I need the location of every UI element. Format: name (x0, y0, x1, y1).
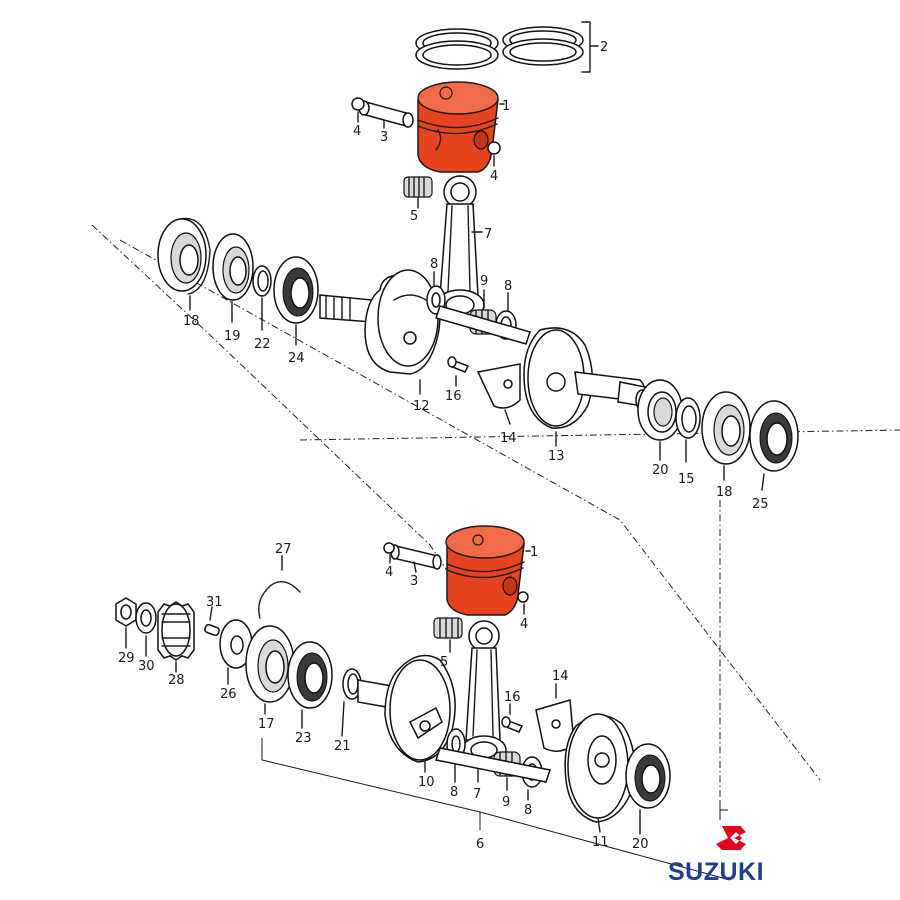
screw-upper-16 (447, 356, 470, 387)
label-washer-upper-right: 8 (504, 279, 512, 294)
shim-lower-20 (625, 743, 671, 835)
screw-lower-16 (501, 703, 524, 733)
seal-upper-25 (749, 400, 799, 491)
oring-upper-22 (252, 265, 272, 331)
label-oring-lower-21: 21 (334, 739, 351, 754)
circlip-lower-left (383, 542, 395, 554)
label-seal-upper-25: 25 (752, 497, 769, 512)
label-circlip-upper-right: 4 (490, 169, 498, 184)
crank-half-upper-right-13 (523, 327, 661, 447)
label-bigend-lower: 9 (502, 795, 510, 810)
seal-upper-19 (212, 233, 254, 323)
spacer-upper-15 (675, 397, 701, 463)
label-bearing-lower-17: 17 (258, 717, 275, 732)
circlip-upper-right (487, 141, 501, 155)
piston-ring-set (415, 21, 599, 73)
upper-part-labels: 1 2 3 4 4 5 7 8 9 8 12 13 14 16 18 19 22… (183, 40, 769, 512)
upper-assembly (157, 21, 799, 491)
label-nut-lower-29: 29 (118, 651, 135, 666)
label-key-lower-31: 31 (206, 595, 223, 610)
label-small-end-lower: 5 (440, 655, 448, 670)
label-clip-lower-27: 27 (275, 542, 292, 557)
label-gear-lower-28: 28 (168, 673, 185, 688)
seal-upper-24 (273, 256, 319, 346)
piston-pin-upper (358, 100, 414, 129)
bearing-upper-right-18 (701, 391, 751, 481)
label-pin-lower: 3 (410, 574, 418, 589)
label-screw-upper: 16 (445, 389, 462, 404)
label-washer-lower-30: 30 (138, 659, 155, 674)
label-bearing-upper-left: 18 (183, 314, 200, 329)
plate-upper-14 (476, 363, 521, 425)
label-ring-set: 2 (600, 40, 608, 55)
label-crank-upper-left: 12 (413, 399, 430, 414)
washer-lower-26 (219, 619, 253, 685)
brand-name: SUZUKI (668, 858, 764, 886)
small-end-bearing-upper (403, 176, 433, 209)
label-piston-upper: 1 (502, 99, 510, 114)
lower-part-labels: 1 3 4 4 5 6 7 8 9 8 10 11 14 16 17 20 21… (118, 542, 649, 852)
label-shim-upper-20: 20 (652, 463, 669, 478)
seal-lower-23 (287, 641, 333, 729)
label-pin-upper: 3 (380, 130, 388, 145)
clip-lower-27 (258, 555, 301, 619)
washer-lower-30 (135, 602, 157, 657)
label-crank-lower-left: 10 (418, 775, 435, 790)
key-lower-31 (204, 606, 220, 637)
small-end-bearing-lower (433, 617, 463, 653)
label-screw-lower: 16 (504, 690, 521, 705)
label-washer-upper-left: 8 (430, 257, 438, 272)
label-crank-assy: 6 (476, 837, 484, 852)
leader-lines (91, 224, 900, 881)
lower-assembly (115, 525, 671, 835)
piston-pin-lower (390, 544, 442, 573)
suzuki-s-logo-icon (716, 826, 746, 850)
label-conrod-upper: 7 (484, 227, 492, 242)
label-plate-upper: 14 (500, 431, 517, 446)
label-plate-lower: 14 (552, 669, 569, 684)
plate-lower-14 (535, 683, 575, 752)
label-circlip-lower-right: 4 (520, 617, 528, 632)
label-circlip-upper-left: 4 (353, 124, 361, 139)
circlip-upper-left (351, 97, 365, 111)
label-crank-lower-right: 11 (592, 835, 609, 850)
piston-upper (417, 81, 505, 173)
gear-lower-28 (157, 601, 195, 673)
label-oring-upper-22: 22 (254, 337, 271, 352)
label-shim-lower-20: 20 (632, 837, 649, 852)
bearing-lower-17 (245, 625, 295, 715)
label-bearing-upper-right: 18 (716, 485, 733, 500)
nut-lower-29 (115, 597, 137, 649)
label-piston-lower: 1 (530, 545, 538, 560)
label-seal-upper-24: 24 (288, 351, 305, 366)
label-spacer-upper-15: 15 (678, 472, 695, 487)
piston-lower (445, 525, 531, 616)
label-small-end-upper: 5 (410, 209, 418, 224)
label-washer-lower-right: 8 (524, 803, 532, 818)
crank-half-lower-right-11 (564, 713, 636, 833)
label-crank-upper-right: 13 (548, 449, 565, 464)
bearing-upper-left-18 (157, 217, 211, 311)
label-washer-lower-left: 8 (450, 785, 458, 800)
suzuki-brand: SUZUKI (668, 826, 764, 886)
label-seal-upper-19: 19 (224, 329, 241, 344)
label-washer-lower-26: 26 (220, 687, 237, 702)
crank-half-lower-left-10 (357, 654, 456, 773)
label-seal-lower-23: 23 (295, 731, 312, 746)
crank-half-upper-left-12 (319, 269, 441, 395)
label-circlip-lower-left: 4 (385, 565, 393, 580)
label-bigend-upper: 9 (480, 274, 488, 289)
circlip-lower-right (517, 591, 529, 603)
label-conrod-lower: 7 (473, 787, 481, 802)
